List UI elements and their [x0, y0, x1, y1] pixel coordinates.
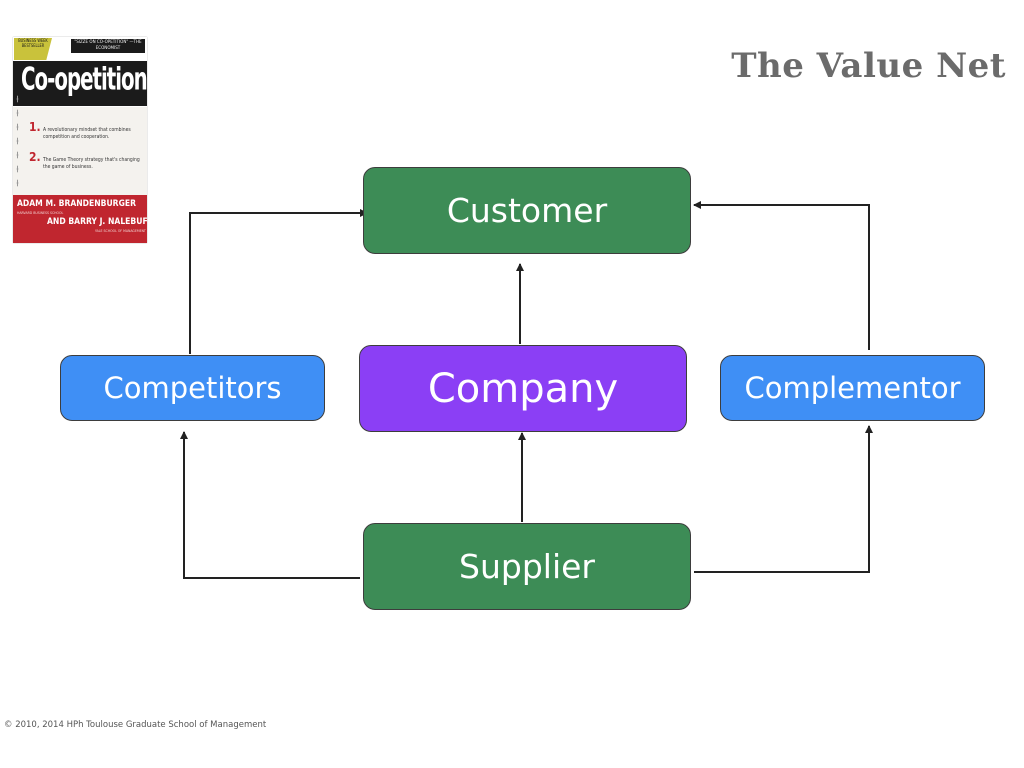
- book-point-1-number: 1.: [29, 120, 41, 134]
- book-point-2: 2. The Game Theory strategy that's chang…: [29, 151, 143, 170]
- supplier-label: Supplier: [459, 547, 595, 586]
- supplier-node: Supplier: [363, 523, 691, 610]
- book-authors-band: ADAM M. BRANDENBURGER HARVARD BUSINESS S…: [13, 195, 147, 243]
- book-author-1-school: HARVARD BUSINESS SCHOOL: [17, 211, 64, 215]
- copyright-footer: © 2010, 2014 HPh Toulouse Graduate Schoo…: [4, 720, 267, 730]
- competitors-label: Competitors: [103, 371, 282, 405]
- book-point-2-number: 2.: [29, 150, 41, 164]
- book-author-2-school: YALE SCHOOL OF MANAGEMENT: [95, 229, 146, 233]
- slide-title: The Value Net: [731, 46, 1006, 86]
- complementor-node: Complementor: [720, 355, 985, 421]
- book-quote: "SIZZE ON CO-OPETITION" —THE ECONOMIST: [71, 39, 145, 53]
- book-spine-dots: [16, 92, 19, 192]
- competitors-node: Competitors: [60, 355, 325, 421]
- book-badge: BUSINESS WEEK BESTSELLER: [14, 38, 52, 60]
- complementor-label: Complementor: [744, 371, 961, 405]
- book-title: Co-opetition: [21, 63, 147, 98]
- company-label: Company: [427, 365, 619, 412]
- customer-label: Customer: [446, 191, 608, 230]
- arrow-supplier-to-competitors: [180, 431, 360, 579]
- book-title-band: [13, 61, 147, 106]
- book-author-2: AND BARRY J. NALEBUFF: [47, 217, 147, 227]
- book-point-2-text: The Game Theory strategy that's changing…: [43, 157, 140, 170]
- book-point-1-text: A revolutionary mindset that combines co…: [43, 127, 131, 140]
- company-node: Company: [359, 345, 687, 432]
- book-cover-image: BUSINESS WEEK BESTSELLER "SIZZE ON CO-OP…: [13, 37, 147, 243]
- book-point-1: 1. A revolutionary mindset that combines…: [29, 121, 143, 140]
- arrow-complementor-to-customer: [693, 201, 870, 350]
- arrow-supplier-to-complementor: [694, 425, 873, 573]
- book-author-1: ADAM M. BRANDENBURGER: [17, 199, 136, 209]
- arrow-competitors-to-customer: [189, 209, 368, 354]
- customer-node: Customer: [363, 167, 691, 254]
